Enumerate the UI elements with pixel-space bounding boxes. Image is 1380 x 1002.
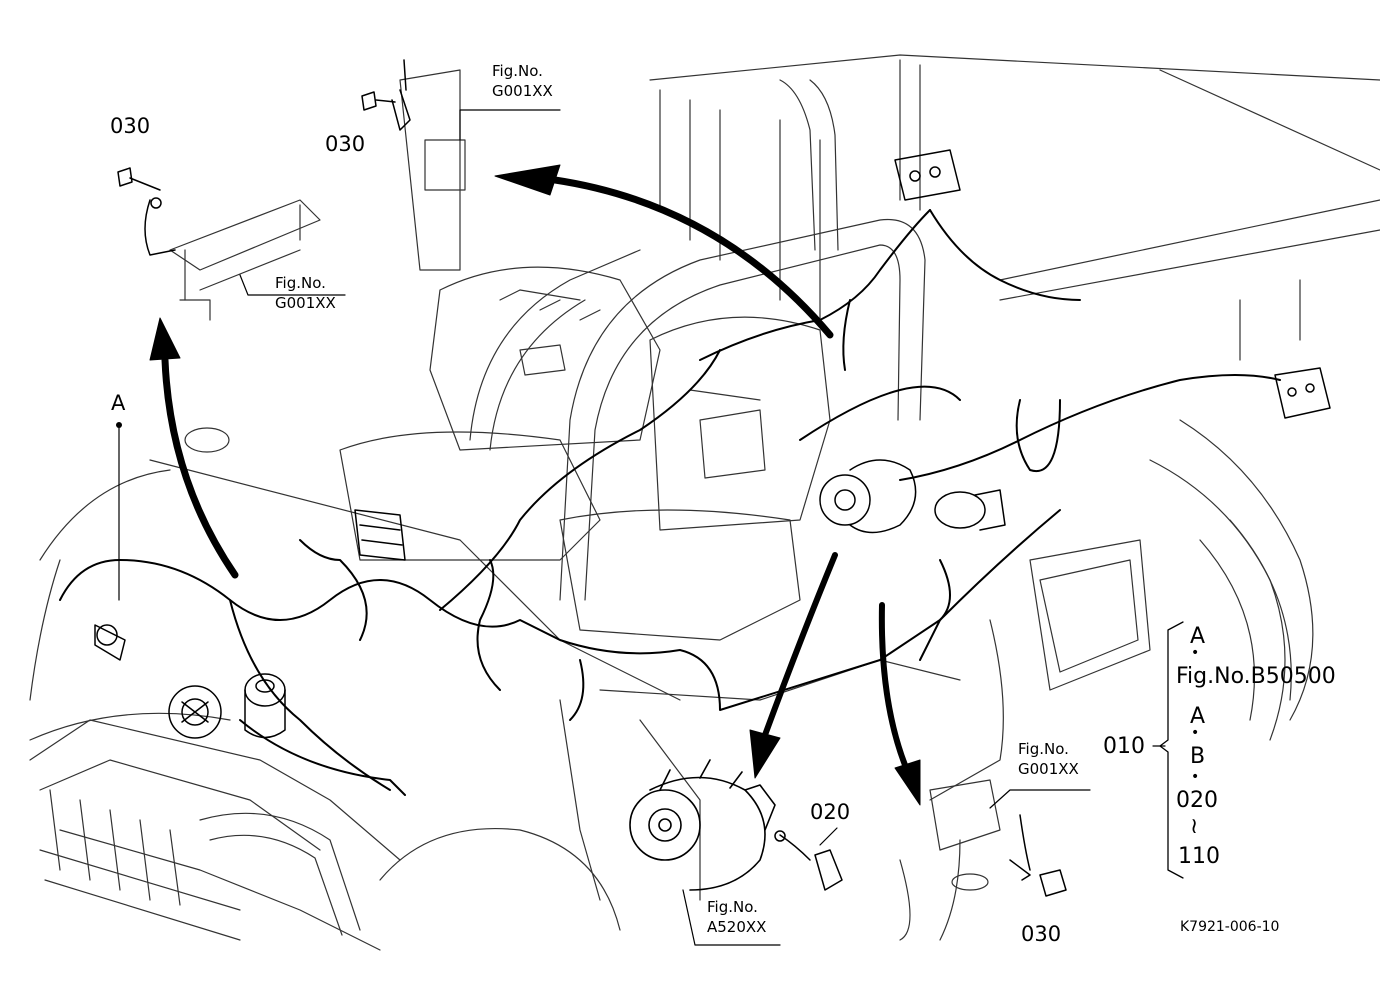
component-connector-detail <box>774 830 843 891</box>
assembly-item-2: Fig.No.B50500 <box>1176 664 1336 689</box>
assembly-item-4: • <box>1191 725 1200 741</box>
wire-harness <box>59 209 1281 796</box>
callout-030-top-mid: 030 <box>325 132 366 156</box>
assembly-item-1: • <box>1191 645 1200 661</box>
figure-ref-top-left-line2: G001XX <box>275 294 336 312</box>
assembly-part-number: 010 <box>1103 734 1145 759</box>
component-bolt-top-mid <box>361 59 411 131</box>
component-reservoir <box>244 673 286 739</box>
figure-ref-top-mid: Fig.No. G001XX <box>492 64 553 99</box>
assembly-item-5: B <box>1190 744 1206 769</box>
figure-ref-alternator-line2: A520XX <box>707 918 767 936</box>
component-bolt-top-left <box>117 167 176 256</box>
component-alternator-detail <box>629 759 776 891</box>
component-lamp-right <box>1274 367 1331 419</box>
arrow-to-alternator <box>749 552 838 779</box>
figure-ref-alternator-line1: Fig.No. <box>707 898 758 916</box>
callout-point-a: A <box>111 391 126 415</box>
assembly-item-7: 020 <box>1176 788 1218 813</box>
leader-lines <box>118 109 1166 946</box>
assembly-item-9: 110 <box>1178 844 1220 869</box>
arrow-to-bottom-right <box>878 602 921 806</box>
arrow-to-top-left <box>149 317 239 579</box>
component-lamp-upper-right <box>894 149 961 201</box>
assembly-bracket <box>1159 621 1184 879</box>
figure-ref-bottom-right-line2: G001XX <box>1018 760 1079 778</box>
vehicle-body-outline <box>29 54 1380 951</box>
component-alternator-in-place <box>819 459 917 534</box>
component-relay-block <box>354 509 406 561</box>
figure-ref-top-left-line1: Fig.No. <box>275 274 326 292</box>
component-bolt-bottom-right <box>1009 814 1067 897</box>
figure-ref-top-left: Fig.No. G001XX <box>275 276 336 311</box>
assembly-item-0: A <box>1190 624 1206 649</box>
component-horn <box>168 685 222 739</box>
assembly-item-6: • <box>1191 769 1200 785</box>
figure-ref-top-mid-line2: G001XX <box>492 82 553 100</box>
figure-ref-top-mid-line1: Fig.No. <box>492 62 543 80</box>
assembly-item-3: A <box>1190 704 1206 729</box>
component-starter-motor <box>934 489 1006 531</box>
figure-ref-bottom-right-line1: Fig.No. <box>1018 740 1069 758</box>
figure-ref-bottom-right: Fig.No. G001XX <box>1018 742 1079 777</box>
callout-020-connector: 020 <box>810 800 851 824</box>
callout-030-top-left: 030 <box>110 114 151 138</box>
figure-ref-alternator: Fig.No. A520XX <box>707 900 766 935</box>
callout-030-bottom-right: 030 <box>1021 922 1062 946</box>
assembly-item-8: ≀ <box>1190 814 1199 839</box>
drawing-code: K7921-006-10 <box>1180 919 1280 935</box>
component-front-lamp <box>94 624 126 661</box>
arrow-to-top-mid <box>494 164 834 339</box>
point-a-marker <box>116 422 122 428</box>
